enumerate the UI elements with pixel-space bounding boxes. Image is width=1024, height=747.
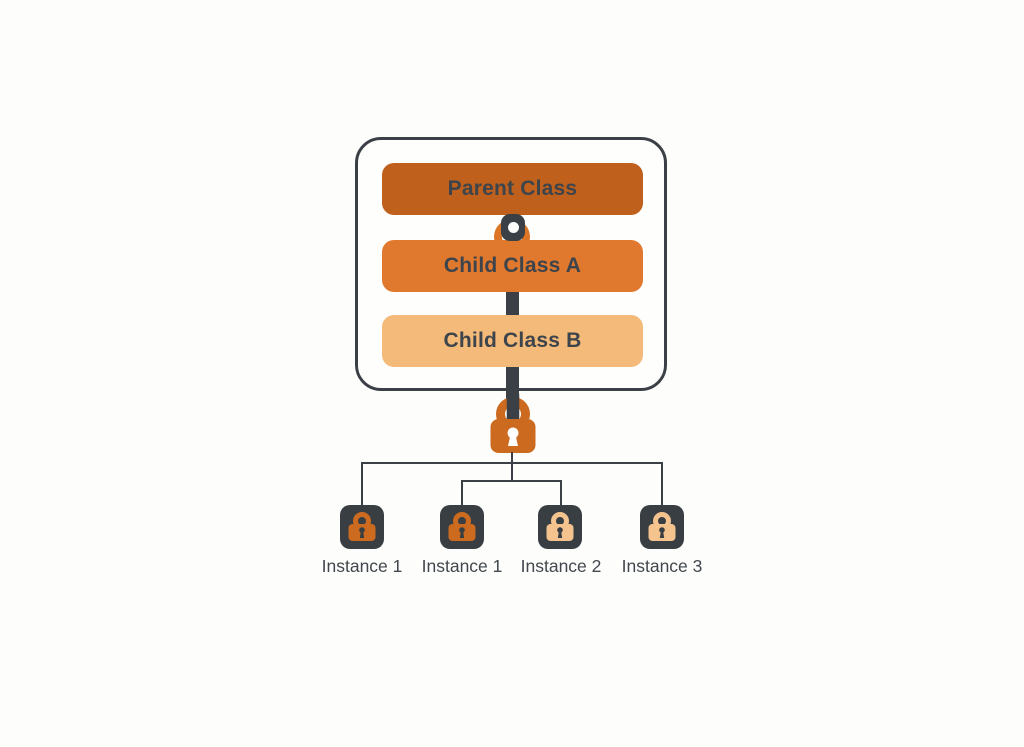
spine-connector-middle xyxy=(506,291,519,316)
instance-node-2 xyxy=(440,505,484,549)
class-bar-parent-label: Parent Class xyxy=(447,177,578,200)
instance-node-4 xyxy=(640,505,684,549)
instance-label-4: Instance 3 xyxy=(621,556,703,576)
clasp-hole xyxy=(507,222,519,233)
class-bar-child-b-label: Child Class B xyxy=(443,329,582,352)
spine-connector-bottom xyxy=(506,366,519,400)
tree-line-drop-2 xyxy=(461,480,463,506)
main-padlock-icon xyxy=(490,394,536,453)
class-bar-child-b: Child Class B xyxy=(382,315,643,367)
padlock-icon xyxy=(546,512,574,541)
padlock-icon xyxy=(648,512,676,541)
tree-line-center xyxy=(511,452,513,482)
class-bar-child-a: Child Class A xyxy=(382,240,643,292)
instance-label-2: Instance 1 xyxy=(421,556,503,576)
tree-line-drop-3 xyxy=(560,480,562,506)
padlock-icon xyxy=(448,512,476,541)
link-clasp-icon xyxy=(501,214,525,241)
instance-node-1 xyxy=(340,505,384,549)
tree-line-outer-branch xyxy=(361,462,663,464)
instance-label-3: Instance 2 xyxy=(520,556,602,576)
instance-label-1: Instance 1 xyxy=(321,556,403,576)
padlock-icon xyxy=(348,512,376,541)
class-bar-child-a-label: Child Class A xyxy=(443,254,582,277)
tree-line-drop-1 xyxy=(361,462,363,506)
instance-node-3 xyxy=(538,505,582,549)
tree-line-inner-branch xyxy=(461,480,562,482)
tree-line-drop-4 xyxy=(661,462,663,506)
class-bar-parent: Parent Class xyxy=(382,163,643,215)
class-hierarchy-container: Parent Class Child Class A Child Class B xyxy=(355,137,667,400)
